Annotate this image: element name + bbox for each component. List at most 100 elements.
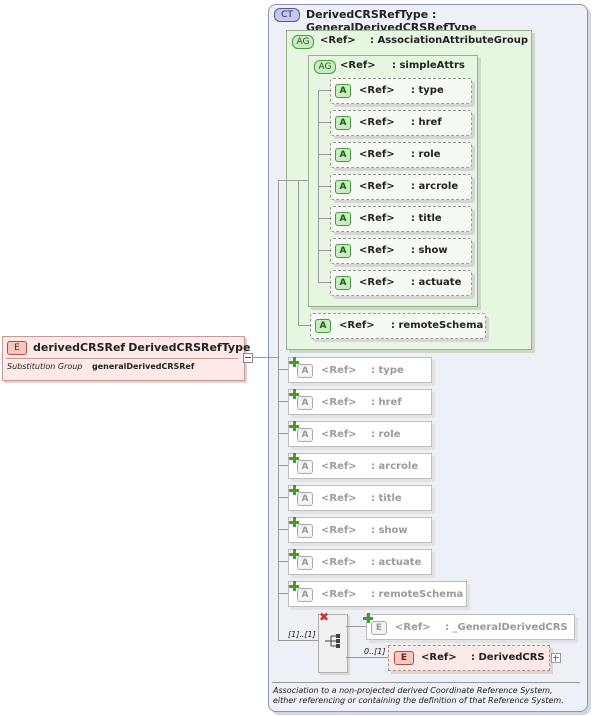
connector [278,593,288,594]
connector [318,90,330,91]
attribute-name: : title [371,493,402,504]
connector [278,369,288,370]
attribute-name: : show [371,525,408,536]
expand-plus-icon[interactable] [289,517,299,527]
attribute-badge: A [297,492,313,506]
attribute-type[interactable]: A <Ref> : type [330,78,472,104]
attribute-badge: A [297,556,313,570]
attribute-arcrole[interactable]: A <Ref> : arcrole [330,174,472,200]
attribute-ref: <Ref> [359,213,395,224]
connector [318,282,330,283]
simple-attrs-ref: <Ref> [340,60,376,71]
choice-multiplicity: [1]..[1] [288,630,316,639]
connector [318,122,330,123]
attribute-badge: A [335,116,351,130]
connector [346,657,388,658]
expand-plus-icon[interactable] [289,485,299,495]
expand-plus-icon[interactable] [363,613,373,623]
connector [278,401,288,402]
substitution-group-label: Substitution Group [7,362,83,371]
attribute-name: : role [411,149,441,160]
attribute-name: : arcrole [371,461,419,472]
choice-icon [325,634,340,648]
attribute-name: : href [371,397,402,408]
connector [298,180,308,181]
root-element-name: derivedCRSRef [33,341,126,354]
expand-plus-icon[interactable] [289,389,299,399]
attribute-href[interactable]: A <Ref> : href [330,110,472,136]
description-divider [272,682,580,683]
attribute-name: : href [411,117,442,128]
main-vertical-connector [278,180,279,640]
expand-plus-icon[interactable] [289,421,299,431]
derived-crs-element[interactable]: E <Ref> : DerivedCRS [388,645,550,671]
general-derived-crs-element[interactable]: E <Ref> : _GeneralDerivedCRS [366,614,575,640]
attribute-name: : remoteSchema [371,589,464,600]
collapse-toggle[interactable] [243,353,253,363]
inherited-attribute-show[interactable]: A <Ref> : show [288,517,432,543]
attribute-ref: <Ref> [359,181,395,192]
attribute-ref: <Ref> [359,117,395,128]
attribute-badge: A [315,319,331,333]
attribute-badge: A [335,276,351,290]
attribute-badge: A [335,244,351,258]
inherited-attribute-href[interactable]: A <Ref> : href [288,389,432,415]
attribute-badge: A [297,524,313,538]
connector [318,218,330,219]
inherited-attribute-remote-schema[interactable]: A <Ref> : remoteSchema [288,581,467,607]
attribute-ref: <Ref> [321,525,357,536]
inherited-attribute-title[interactable]: A <Ref> : title [288,485,432,511]
association-group-name: : AssociationAttributeGroup [370,35,529,46]
expand-plus-icon[interactable] [289,453,299,463]
attribute-name: : title [411,213,442,224]
element-ref: <Ref> [421,652,457,663]
simple-attrs-badge: AG [314,60,336,74]
description-line-1: Association to a non-projected derived C… [273,686,553,695]
attribute-badge: A [297,396,313,410]
attribute-ref: <Ref> [359,277,395,288]
connector [298,325,310,326]
attribute-name: : arcrole [411,181,459,192]
association-group-connector [298,180,299,325]
attribute-ref: <Ref> [321,589,357,600]
expand-plus-icon[interactable] [289,357,299,367]
attribute-ref: <Ref> [339,320,375,331]
attribute-ref: <Ref> [359,245,395,256]
attribute-ref: <Ref> [321,397,357,408]
association-group-ref: <Ref> [320,35,356,46]
expand-plus-icon[interactable] [289,549,299,559]
inherited-attribute-actuate[interactable]: A <Ref> : actuate [288,549,432,575]
element-name: : DerivedCRS [471,652,545,663]
element-badge: E [371,621,387,635]
attribute-name: : actuate [411,277,462,288]
substitution-group-value: generalDerivedCRSRef [92,362,195,371]
connector [318,186,330,187]
connector [278,561,288,562]
complex-type-badge: CT [274,8,300,22]
attribute-ref: <Ref> [359,85,395,96]
attribute-ref: <Ref> [321,365,357,376]
inherited-attribute-role[interactable]: A <Ref> : role [288,421,432,447]
choice-compositor[interactable] [318,614,348,673]
attribute-actuate[interactable]: A <Ref> : actuate [330,270,472,296]
attribute-ref: <Ref> [321,557,357,568]
attribute-badge: A [335,212,351,226]
attribute-badge: A [335,148,351,162]
connector [278,529,288,530]
inherited-attribute-arcrole[interactable]: A <Ref> : arcrole [288,453,432,479]
attribute-ref: <Ref> [321,429,357,440]
expand-toggle[interactable] [551,653,561,663]
root-element-type: : DerivedCRSRefType [120,341,251,354]
attribute-show[interactable]: A <Ref> : show [330,238,472,264]
attribute-ref: <Ref> [359,149,395,160]
attribute-badge: A [297,364,313,378]
inherited-attribute-type[interactable]: A <Ref> : type [288,357,432,383]
derived-crs-multiplicity: 0..[1] [364,647,386,656]
attribute-role[interactable]: A <Ref> : role [330,142,472,168]
attribute-ref: <Ref> [321,461,357,472]
attribute-remote-schema[interactable]: A <Ref> : remoteSchema [310,313,486,339]
connector [278,465,288,466]
attribute-name: : remoteSchema [391,320,484,331]
attribute-title[interactable]: A <Ref> : title [330,206,472,232]
expand-plus-icon[interactable] [289,581,299,591]
